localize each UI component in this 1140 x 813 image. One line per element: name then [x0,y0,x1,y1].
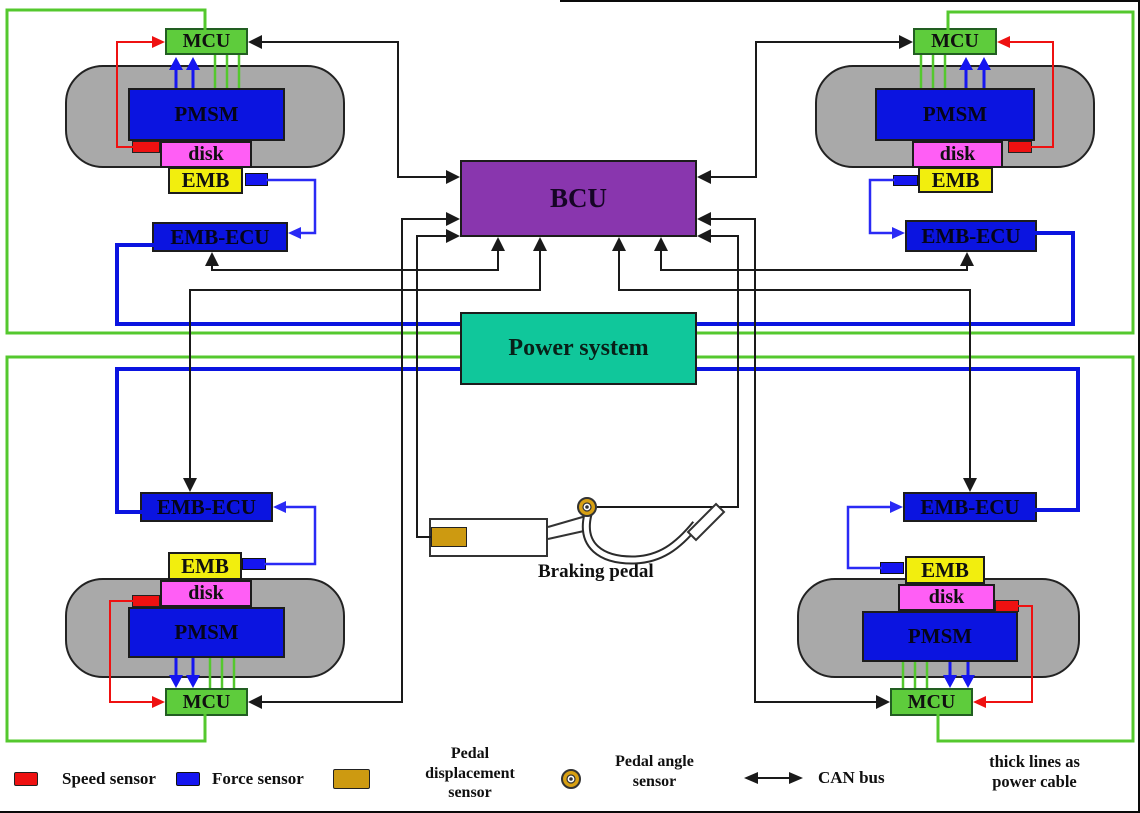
disk-box-top-right: disk [912,141,1003,168]
disk-box-bottom-right: disk [898,584,995,611]
emb-ecu-label: EMB-ECU [920,494,1020,519]
emb-box-bottom-right: EMB [905,556,985,584]
bcu-box: BCU [460,160,697,237]
braking-pedal-label: Braking pedal [538,561,654,582]
mcu-box-top-right: MCU [913,28,997,55]
emb-box-bottom-left: EMB [168,552,242,580]
pmsm-label: PMSM [174,620,239,644]
emb-ecu-box-top-left: EMB-ECU [152,222,288,252]
disk-label: disk [939,143,976,165]
emb-box-top-left: EMB [168,167,243,194]
pmsm-box-top-left: PMSM [128,88,285,141]
disk-label: disk [928,586,965,608]
emb-ecu-box-bottom-left: EMB-ECU [140,492,273,522]
pmsm-box-top-right: PMSM [875,88,1035,141]
emb-ecu-box-top-right: EMB-ECU [905,220,1037,252]
disk-label: disk [188,143,224,165]
legend-force-sensor-swatch [176,772,200,786]
mcu-label: MCU [182,30,231,52]
emb-label: EMB [181,553,229,578]
force-sensor-top-right [893,175,918,186]
mcu-label: MCU [931,30,979,52]
mcu-label: MCU [907,690,956,713]
disk-box-bottom-left: disk [160,580,252,607]
legend-angle-sensor-label: Pedal angle sensor [615,753,694,790]
force-sensor-bottom-right [880,562,904,574]
pmsm-box-bottom-right: PMSM [862,611,1018,662]
speed-sensor-bottom-right [995,600,1019,612]
emb-ecu-label: EMB-ECU [921,223,1021,248]
legend-speed-sensor-label: Speed sensor [62,769,156,788]
force-sensor-top-left [245,173,268,186]
legend-can-bus-label: CAN bus [818,768,885,787]
pedal-angle-sensor-icon [577,497,597,517]
legend-power-cable-note: thick lines as power cable [989,752,1080,791]
pmsm-box-bottom-left: PMSM [128,607,285,658]
braking-pedal-graphic [547,497,726,565]
emb-label: EMB [181,168,230,192]
pmsm-label: PMSM [922,102,988,126]
speed-sensor-top-left [132,141,160,153]
legend-force-sensor-label: Force sensor [212,769,304,788]
legend-speed-sensor-swatch [14,772,38,786]
force-sensor-bottom-left [242,558,266,570]
emb-label: EMB [931,167,980,192]
legend-displacement-sensor-label: Pedal displacement sensor [425,745,515,801]
emb-box-top-right: EMB [918,167,993,193]
pmsm-label: PMSM [907,624,973,648]
disk-box-top-left: disk [160,141,252,168]
mcu-box-bottom-right: MCU [890,688,973,716]
emb-ecu-label: EMB-ECU [170,224,270,249]
power-system-label: Power system [508,335,649,361]
speed-sensor-top-right [1008,141,1032,153]
emb-ecu-label: EMB-ECU [156,494,257,519]
pmsm-label: PMSM [174,102,239,126]
mcu-label: MCU [182,690,231,713]
legend-angle-sensor-icon [561,769,581,789]
emb-label: EMB [921,557,969,582]
emb-ecu-box-bottom-right: EMB-ECU [903,492,1037,522]
speed-sensor-bottom-left [132,595,160,607]
legend-can-bus-icon [744,772,803,784]
power-system-box: Power system [460,312,697,385]
disk-label: disk [188,582,224,604]
legend-displacement-sensor-swatch [333,769,370,789]
mcu-box-top-left: MCU [165,28,248,55]
mcu-box-bottom-left: MCU [165,688,248,716]
bcu-label: BCU [549,183,607,213]
pedal-displacement-sensor [431,527,467,547]
